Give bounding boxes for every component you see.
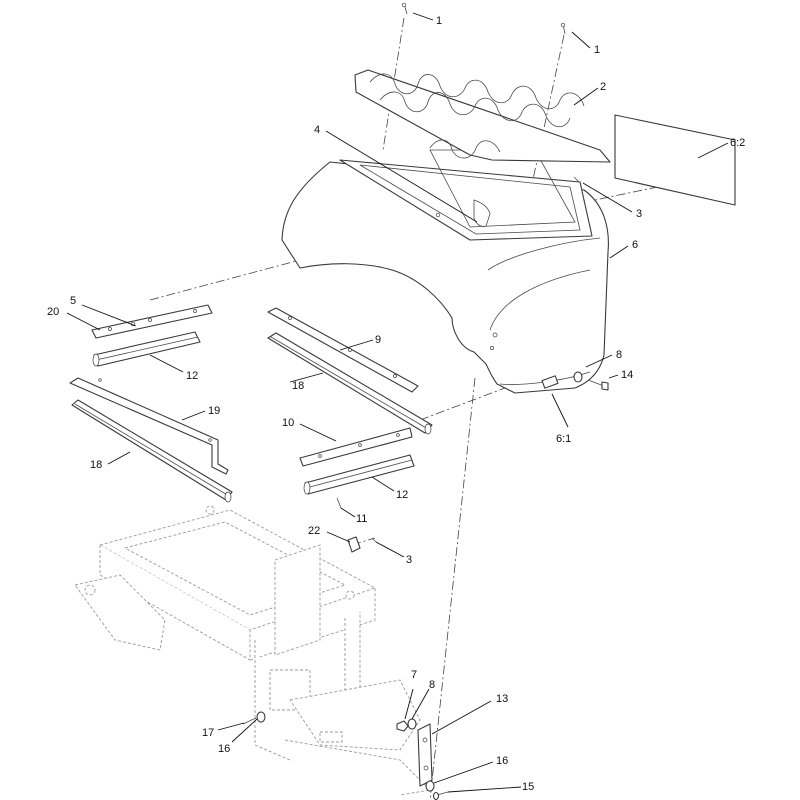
callout-1: 1 xyxy=(436,15,442,27)
bolt-part-15 xyxy=(432,791,449,800)
decal-rear xyxy=(614,114,736,206)
bolt-part-14 xyxy=(587,379,609,391)
callout-3: 3 xyxy=(636,208,642,220)
screw-part-3 xyxy=(573,176,580,183)
nut-part-7 xyxy=(396,720,409,732)
callout-7: 7 xyxy=(411,669,417,681)
callout-6-1: 6:1 xyxy=(556,433,571,445)
clip-part-22 xyxy=(347,536,361,553)
callout-9: 9 xyxy=(375,334,381,346)
callout-15: 15 xyxy=(522,781,534,793)
callout-6: 6 xyxy=(632,239,638,251)
washer-part-8a xyxy=(573,371,583,383)
washer-part-16b xyxy=(425,780,435,792)
channel-left-top xyxy=(92,331,201,367)
bracket-part-13 xyxy=(417,723,433,787)
callout-16: 16 xyxy=(496,755,508,767)
grille xyxy=(354,69,611,163)
callout-12: 12 xyxy=(186,370,198,382)
rail-left-18 xyxy=(71,399,233,503)
callout-10: 10 xyxy=(282,417,294,429)
callout-18: 18 xyxy=(292,380,304,392)
screw-part-11 xyxy=(336,497,342,509)
callout-17: 17 xyxy=(202,727,214,739)
callout-3: 3 xyxy=(406,554,412,566)
callout-2: 2 xyxy=(600,81,606,93)
callout-16: 16 xyxy=(218,743,230,755)
callout-8: 8 xyxy=(429,679,435,691)
channel-right-12 xyxy=(303,454,415,495)
screw-top-left xyxy=(401,2,408,15)
callout-20: 20 xyxy=(47,306,59,318)
callout-6-2: 6:2 xyxy=(730,137,745,149)
washer-part-16a xyxy=(256,711,266,723)
washer-part-8b xyxy=(407,718,417,730)
leader-lines xyxy=(66,12,729,793)
callout-14: 14 xyxy=(621,369,633,381)
screw-top-right xyxy=(560,22,566,35)
rail-left-19 xyxy=(69,377,229,475)
bracket-right-10 xyxy=(299,427,413,467)
callout-11: 11 xyxy=(356,513,367,525)
screw-part-3b xyxy=(371,537,377,543)
rail-center-9 xyxy=(267,307,419,393)
frame xyxy=(74,505,431,796)
callout-1: 1 xyxy=(594,44,600,56)
callout-labels: 1 1 2 6:2 4 3 6 5 20 12 9 18 8 14 19 18 … xyxy=(47,15,745,793)
callout-5: 5 xyxy=(70,295,76,307)
callout-4: 4 xyxy=(314,124,320,136)
bolt-part-17 xyxy=(242,717,257,725)
callout-22: 22 xyxy=(308,525,320,537)
callout-12: 12 xyxy=(396,489,408,501)
callout-18: 18 xyxy=(90,459,102,471)
callout-19: 19 xyxy=(208,405,220,417)
callout-13: 13 xyxy=(496,693,508,705)
callout-8: 8 xyxy=(616,349,622,361)
rail-center-18 xyxy=(267,332,433,435)
hood xyxy=(281,149,609,394)
